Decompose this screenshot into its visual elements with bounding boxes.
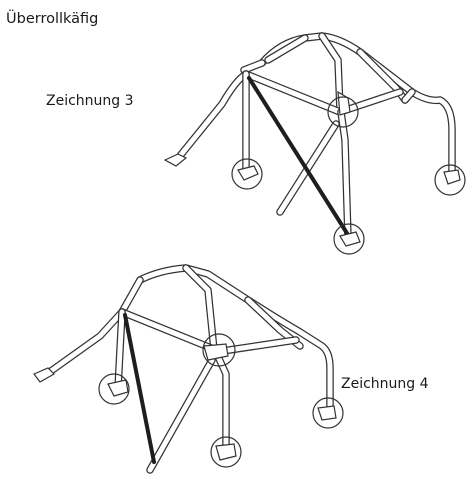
foot-plate <box>163 153 188 167</box>
diagonal-brace <box>247 76 352 240</box>
diagonal-brace <box>123 313 156 464</box>
main-hoop-crossbar <box>118 308 220 354</box>
foot-plate <box>443 169 461 185</box>
roof-rails <box>118 264 304 356</box>
drawing-3-caption: Zeichnung 3 <box>46 93 134 109</box>
door-bar <box>146 356 216 474</box>
roll-cage-drawing-3-icon <box>163 32 466 255</box>
mounting-point-marker-icon <box>202 333 236 367</box>
foot-plate <box>203 343 229 361</box>
page-title: Überrollkäfig <box>6 11 99 27</box>
foot-plate <box>339 231 361 247</box>
foot-plate <box>317 405 337 421</box>
mounting-point-marker-icon <box>333 223 365 255</box>
main-hoop-leg <box>212 348 230 452</box>
roof-rails <box>240 32 416 116</box>
front-leg-vertical <box>114 308 126 392</box>
foot-plate <box>237 165 259 181</box>
front-leg-left <box>171 70 250 166</box>
roll-cage-drawing-4-icon <box>33 264 344 474</box>
foot-plate <box>107 379 129 397</box>
drawing-4-caption: Zeichnung 4 <box>341 376 429 392</box>
mounting-point-marker-icon <box>327 96 359 128</box>
mounting-point-marker-icon <box>434 164 466 196</box>
front-leg-left <box>40 308 126 380</box>
foot-plate <box>215 443 237 461</box>
mounting-point-marker-icon <box>231 158 263 190</box>
main-hoop-leg <box>337 108 352 242</box>
mounting-point-marker-icon <box>312 397 344 429</box>
main-hoop-crossbar <box>242 70 344 116</box>
foot-plate <box>33 367 55 383</box>
rear-hoop <box>136 264 334 414</box>
mounting-point-marker-icon <box>98 373 130 405</box>
mounting-point-marker-icon <box>210 436 242 468</box>
foot-plate <box>337 90 351 116</box>
